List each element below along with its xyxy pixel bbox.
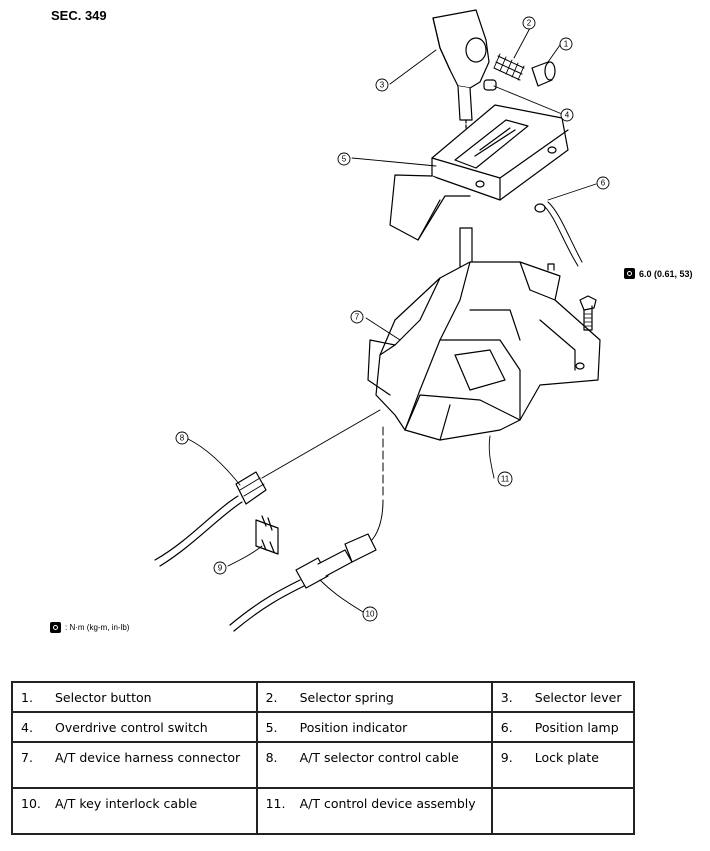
table-cell: 9. Lock plate xyxy=(490,741,636,789)
callout-4-label: 4 xyxy=(565,111,570,120)
part-name: Position lamp xyxy=(534,720,619,735)
callout-7-label: 7 xyxy=(355,313,360,322)
table-row: 10. A/T key interlock cable 11. A/T contro… xyxy=(11,787,636,835)
table-row: 4. Overdrive control switch 5. Position in… xyxy=(11,711,636,743)
torque-spec: 6.0 (0.61, 53) xyxy=(624,268,693,279)
part-number: 1. xyxy=(21,690,33,705)
unit-note-text: : N·m (kg-m, in-lb) xyxy=(65,623,130,632)
part-name: Selector button xyxy=(55,690,152,705)
callout-1-label: 1 xyxy=(564,40,569,49)
callout-8 xyxy=(175,431,189,445)
control-device-assembly xyxy=(367,261,601,441)
part-number: 7. xyxy=(21,750,33,765)
callout-7 xyxy=(350,310,364,324)
callout-10 xyxy=(362,606,378,622)
part-name: A/T device harness connector xyxy=(55,750,241,765)
callout-10-label: 10 xyxy=(366,610,375,619)
part-number: 5. xyxy=(265,720,278,735)
callout-5 xyxy=(337,152,351,166)
callout-11 xyxy=(497,471,513,487)
table-cell: 10. A/T key interlock cable xyxy=(11,787,258,835)
part-number: 8. xyxy=(265,750,278,765)
torque-wrench-icon xyxy=(50,622,61,633)
table-cell: 11. A/T control device assembly xyxy=(255,787,493,835)
unit-note: : N·m (kg-m, in-lb) xyxy=(50,622,129,633)
table-cell: 4. Overdrive control switch xyxy=(11,711,258,743)
table-cell: 7. A/T device harness connector xyxy=(11,741,258,789)
callout-9-label: 9 xyxy=(218,564,223,573)
table-cell: 5. Position indicator xyxy=(255,711,493,743)
part-name: A/T selector control cable xyxy=(299,750,459,765)
selector-spring xyxy=(493,53,525,81)
callout-3-label: 3 xyxy=(380,81,385,90)
part-name: Position indicator xyxy=(299,720,408,735)
table-cell: 1. Selector button xyxy=(11,681,258,713)
callout-2 xyxy=(522,16,536,30)
part-name: Selector spring xyxy=(299,690,394,705)
callout-markers xyxy=(175,16,610,622)
part-number: 9. xyxy=(500,750,513,765)
part-name: A/T key interlock cable xyxy=(55,796,198,811)
part-number: 11. xyxy=(265,796,286,811)
callout-8-label: 8 xyxy=(180,434,185,443)
part-name: Overdrive control switch xyxy=(55,720,208,735)
exploded-view-diagram: 1 2 3 4 5 6 7 8 9 10 11 xyxy=(154,9,610,632)
part-number: 10. xyxy=(21,796,41,811)
selector-control-cable xyxy=(154,409,381,567)
mounting-bolt xyxy=(579,295,597,331)
table-cell: 3. Selector lever xyxy=(490,681,636,713)
part-number: 3. xyxy=(500,690,513,705)
callout-4 xyxy=(560,108,574,122)
lock-plate xyxy=(255,515,279,555)
callout-11-label: 11 xyxy=(501,475,510,484)
callout-3 xyxy=(375,78,389,92)
callout-9 xyxy=(213,561,227,575)
key-interlock-cable xyxy=(229,424,384,632)
callout-5-label: 5 xyxy=(342,155,347,164)
table-cell xyxy=(490,787,636,835)
leader-lines xyxy=(187,27,597,613)
table-cell: 6. Position lamp xyxy=(490,711,636,743)
section-label: SEC. 349 xyxy=(51,8,107,23)
table-cell: 8. A/T selector control cable xyxy=(255,741,493,789)
part-number: 6. xyxy=(500,720,513,735)
parts-legend-table: 1. Selector button 2. Selector spring 3. Se… xyxy=(11,681,636,835)
part-name: Selector lever xyxy=(534,690,622,705)
table-cell: 2. Selector spring xyxy=(255,681,493,713)
position-indicator xyxy=(389,104,569,241)
table-row: 7. A/T device harness connector 8. A/T sel… xyxy=(11,741,636,789)
part-name: Lock plate xyxy=(534,750,599,765)
part-name: A/T control device assembly xyxy=(299,796,476,811)
callout-2-label: 2 xyxy=(527,19,532,28)
table-row: 1. Selector button 2. Selector spring 3. Se… xyxy=(11,681,636,713)
callout-6 xyxy=(596,176,610,190)
torque-value: 6.0 (0.61, 53) xyxy=(639,268,693,279)
position-lamp xyxy=(534,201,583,267)
callout-1 xyxy=(559,37,573,51)
overdrive-switch xyxy=(483,79,497,91)
selector-button xyxy=(531,61,556,87)
torque-wrench-icon xyxy=(624,268,635,279)
part-number: 4. xyxy=(21,720,33,735)
callout-6-label: 6 xyxy=(601,179,606,188)
part-number: 2. xyxy=(265,690,278,705)
